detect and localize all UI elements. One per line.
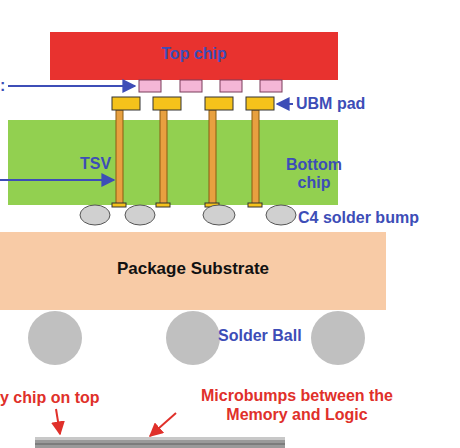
block-label: Package Substrate: [0, 260, 386, 278]
c4-bump: [80, 205, 110, 225]
layer-block: Package Substrate: [0, 232, 386, 310]
ubm-pad: [112, 97, 140, 110]
layer-block: Top chip: [50, 32, 338, 80]
microbump: [220, 80, 242, 92]
layer-block: Bottom chip: [8, 120, 338, 205]
leader-arrow: [150, 413, 176, 436]
ubm-pad: [205, 97, 233, 110]
ubm-pad: [246, 97, 274, 110]
sem-photo: [35, 437, 285, 448]
solder-ball: [28, 311, 82, 365]
c4-bump: [203, 205, 235, 225]
part-label: TSV: [80, 154, 140, 173]
leader-arrow: [56, 409, 60, 434]
c4-bump: [125, 205, 155, 225]
part-label: y chip on top: [0, 388, 160, 407]
sem-photo-edge: [35, 437, 285, 440]
part-label: Solder Ball: [218, 326, 338, 345]
block-label: Top chip: [50, 45, 338, 63]
part-label: C4 solder bump: [298, 208, 458, 227]
leader-arrow: [8, 85, 135, 87]
solder-ball: [311, 311, 365, 365]
microbump: [180, 80, 202, 92]
part-label: UBM pad: [296, 94, 446, 113]
leader-arrow: [277, 103, 293, 105]
c4-bump: [266, 205, 296, 225]
part-label: Microbumps between the Memory and Logic: [192, 386, 402, 424]
sem-photo-layer: [35, 443, 285, 445]
block-label: Bottom chip: [273, 156, 355, 192]
microbump: [260, 80, 282, 92]
part-label: :: [0, 76, 20, 95]
ubm-pad: [153, 97, 181, 110]
solder-ball: [166, 311, 220, 365]
microbump: [139, 80, 161, 92]
